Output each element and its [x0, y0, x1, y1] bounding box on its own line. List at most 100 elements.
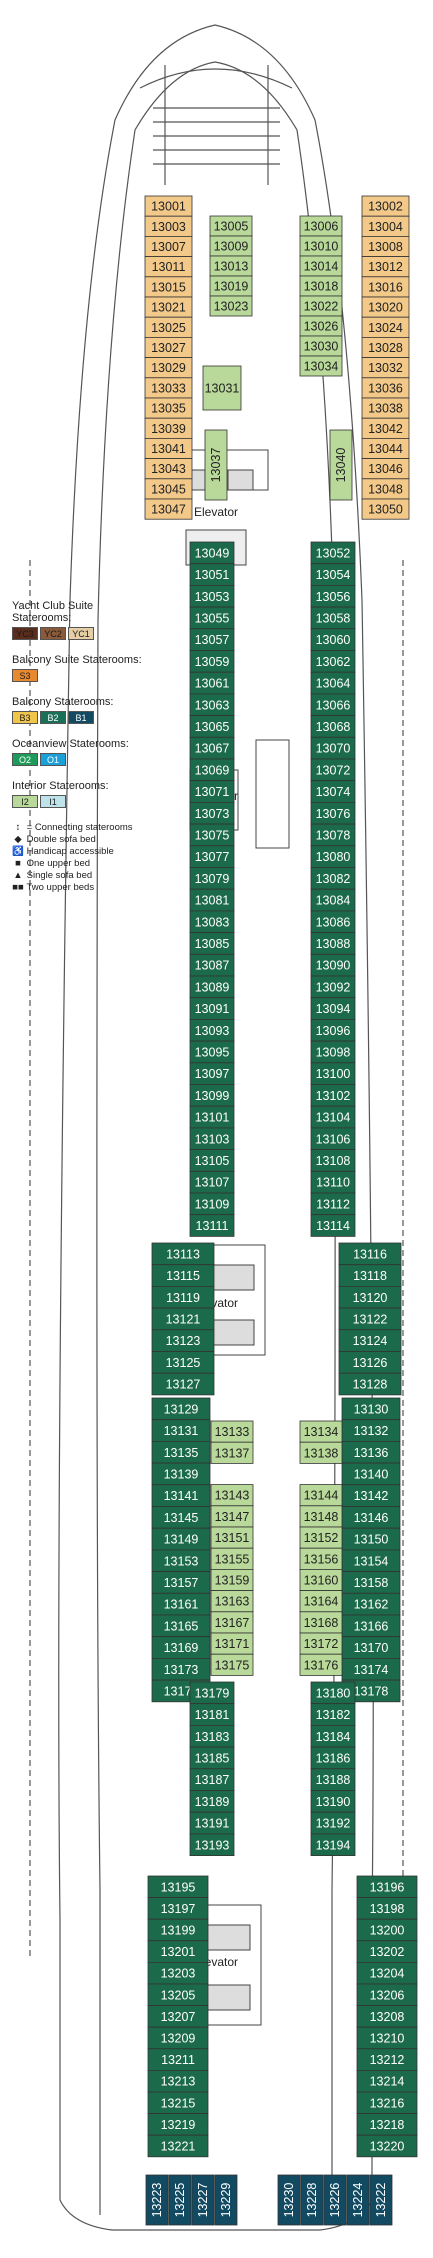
stateroom-interior[interactable]: 13009	[209, 235, 253, 257]
stateroom-balcony[interactable]: 13075	[189, 823, 235, 847]
stateroom-balcony[interactable]: 13213	[147, 2069, 209, 2093]
stateroom-balcony[interactable]: 13136	[341, 1441, 401, 1464]
stateroom-yacht-club[interactable]: 13025	[144, 316, 193, 338]
stateroom-yacht-club[interactable]: 13024	[361, 316, 410, 338]
stateroom-balcony[interactable]: 13078	[310, 823, 356, 847]
stateroom-balcony[interactable]: 13089	[189, 975, 235, 999]
stateroom-balcony[interactable]: 13068	[310, 715, 356, 738]
stateroom-interior[interactable]: 13156	[299, 1547, 343, 1570]
stateroom-balcony[interactable]: 13056	[310, 585, 356, 608]
stateroom-balcony[interactable]: 13174	[341, 1658, 401, 1681]
stateroom-balcony[interactable]: 13055	[189, 606, 235, 630]
stateroom-balcony[interactable]: 13073	[189, 802, 235, 825]
stateroom-balcony[interactable]: 13130	[341, 1397, 401, 1421]
stateroom-yacht-club[interactable]: 13003	[144, 215, 193, 237]
stateroom-interior[interactable]: 13010	[299, 235, 343, 257]
stateroom-balcony[interactable]: 13200	[356, 1918, 418, 1942]
stateroom-balcony[interactable]: 13125	[151, 1351, 215, 1374]
stateroom-stern[interactable]: 13229	[214, 2174, 238, 2226]
stateroom-interior[interactable]: 13034	[299, 355, 343, 377]
stateroom-balcony[interactable]: 13092	[310, 975, 356, 999]
stateroom-balcony[interactable]: 13118	[338, 1264, 402, 1287]
stateroom-balcony[interactable]: 13186	[310, 1746, 356, 1770]
stateroom-balcony[interactable]: 13127	[151, 1372, 215, 1396]
stateroom-balcony[interactable]: 13218	[356, 2113, 418, 2136]
stateroom-interior[interactable]: 13018	[299, 275, 343, 297]
stateroom-interior[interactable]: 13026	[299, 315, 343, 337]
stateroom-balcony[interactable]: 13205	[147, 1983, 209, 2007]
stateroom-balcony[interactable]: 13112	[310, 1192, 356, 1216]
stateroom-balcony[interactable]: 13220	[356, 2134, 418, 2158]
stateroom-balcony[interactable]: 13069	[189, 758, 235, 782]
stateroom-balcony[interactable]: 13166	[341, 1614, 401, 1638]
stateroom-interior[interactable]: 13137	[210, 1441, 254, 1464]
stateroom-interior[interactable]: 13160	[299, 1569, 343, 1592]
stateroom-balcony[interactable]: 13209	[147, 2026, 209, 2050]
stateroom-balcony[interactable]: 13067	[189, 736, 235, 760]
stateroom-balcony[interactable]: 13212	[356, 2048, 418, 2071]
stateroom-balcony[interactable]: 13201	[147, 1940, 209, 1963]
stateroom-yacht-club[interactable]: 13011	[144, 256, 193, 278]
stateroom-interior[interactable]: 13172	[299, 1632, 343, 1655]
stateroom-yacht-club[interactable]: 13008	[361, 235, 410, 257]
stateroom-balcony[interactable]: 13194	[310, 1833, 356, 1857]
stateroom-balcony[interactable]: 13051	[189, 563, 235, 586]
stateroom-yacht-club[interactable]: 13016	[361, 276, 410, 298]
stateroom-balcony[interactable]: 13180	[310, 1681, 356, 1705]
stateroom-interior[interactable]: 13019	[209, 275, 253, 297]
stateroom-stern[interactable]: 13227	[191, 2174, 215, 2226]
stateroom-interior[interactable]: 13023	[209, 295, 253, 317]
stateroom-balcony[interactable]: 13077	[189, 845, 235, 868]
stateroom-balcony[interactable]: 13129	[151, 1397, 211, 1421]
stateroom-balcony[interactable]: 13114	[310, 1214, 356, 1237]
stateroom-balcony[interactable]: 13169	[151, 1636, 211, 1659]
stateroom-interior[interactable]: 13138	[299, 1441, 343, 1464]
stateroom-yacht-club[interactable]: 13021	[144, 296, 193, 318]
stateroom-balcony[interactable]: 13193	[189, 1833, 235, 1857]
stateroom-balcony[interactable]: 13149	[151, 1527, 211, 1551]
stateroom-balcony[interactable]: 13140	[341, 1462, 401, 1486]
stateroom-yacht-club[interactable]: 13046	[361, 458, 410, 480]
stateroom-interior[interactable]: 13006	[299, 215, 343, 237]
stateroom-balcony[interactable]: 13115	[151, 1264, 215, 1287]
stateroom-balcony[interactable]: 13183	[189, 1725, 235, 1748]
stateroom-yacht-club[interactable]: 13007	[144, 235, 193, 257]
stateroom-interior[interactable]: 13167	[210, 1611, 254, 1634]
stateroom-yacht-club[interactable]: 13050	[361, 498, 410, 520]
stateroom-balcony[interactable]: 13165	[151, 1614, 211, 1638]
stateroom-balcony[interactable]: 13087	[189, 953, 235, 977]
stateroom-balcony[interactable]: 13122	[338, 1307, 402, 1331]
stateroom-balcony[interactable]: 13204	[356, 1962, 418, 1985]
stateroom-interior[interactable]: 13014	[299, 255, 343, 277]
stateroom-balcony[interactable]: 13052	[310, 541, 356, 565]
stateroom-balcony[interactable]: 13105	[189, 1149, 235, 1172]
stateroom-balcony[interactable]: 13141	[151, 1484, 211, 1507]
stateroom-balcony[interactable]: 13188	[310, 1768, 356, 1791]
stateroom-balcony[interactable]: 13110	[310, 1170, 356, 1194]
stateroom-balcony[interactable]: 13162	[341, 1592, 401, 1616]
stateroom-balcony[interactable]: 13065	[189, 715, 235, 738]
stateroom-yacht-club[interactable]: 13020	[361, 296, 410, 318]
stateroom-balcony[interactable]: 13154	[341, 1549, 401, 1573]
stateroom-yacht-club[interactable]: 13004	[361, 215, 410, 237]
stateroom-balcony[interactable]: 13054	[310, 563, 356, 586]
stateroom-balcony[interactable]: 13145	[151, 1506, 211, 1529]
stateroom-balcony[interactable]: 13064	[310, 671, 356, 695]
stateroom-yacht-club[interactable]: 13032	[361, 357, 410, 379]
stateroom-balcony[interactable]: 13095	[189, 1040, 235, 1064]
stateroom-interior[interactable]: 13164	[299, 1590, 343, 1613]
stateroom-balcony[interactable]: 13126	[338, 1351, 402, 1374]
stateroom-balcony[interactable]: 13198	[356, 1897, 418, 1920]
stateroom-balcony[interactable]: 13097	[189, 1062, 235, 1085]
stateroom-balcony[interactable]: 13096	[310, 1019, 356, 1042]
stateroom-stern[interactable]: 13230	[277, 2174, 301, 2226]
stateroom-balcony[interactable]: 13082	[310, 867, 356, 890]
stateroom-balcony[interactable]: 13101	[189, 1105, 235, 1129]
stateroom-yacht-club[interactable]: 13002	[361, 195, 410, 217]
stateroom-balcony[interactable]: 13123	[151, 1329, 215, 1352]
stateroom-interior[interactable]: 13144	[299, 1484, 343, 1507]
stateroom-interior[interactable]: 13040	[329, 429, 353, 501]
stateroom-balcony[interactable]: 13061	[189, 671, 235, 695]
stateroom-balcony[interactable]: 13178	[341, 1679, 401, 1703]
stateroom-balcony[interactable]: 13119	[151, 1286, 215, 1309]
